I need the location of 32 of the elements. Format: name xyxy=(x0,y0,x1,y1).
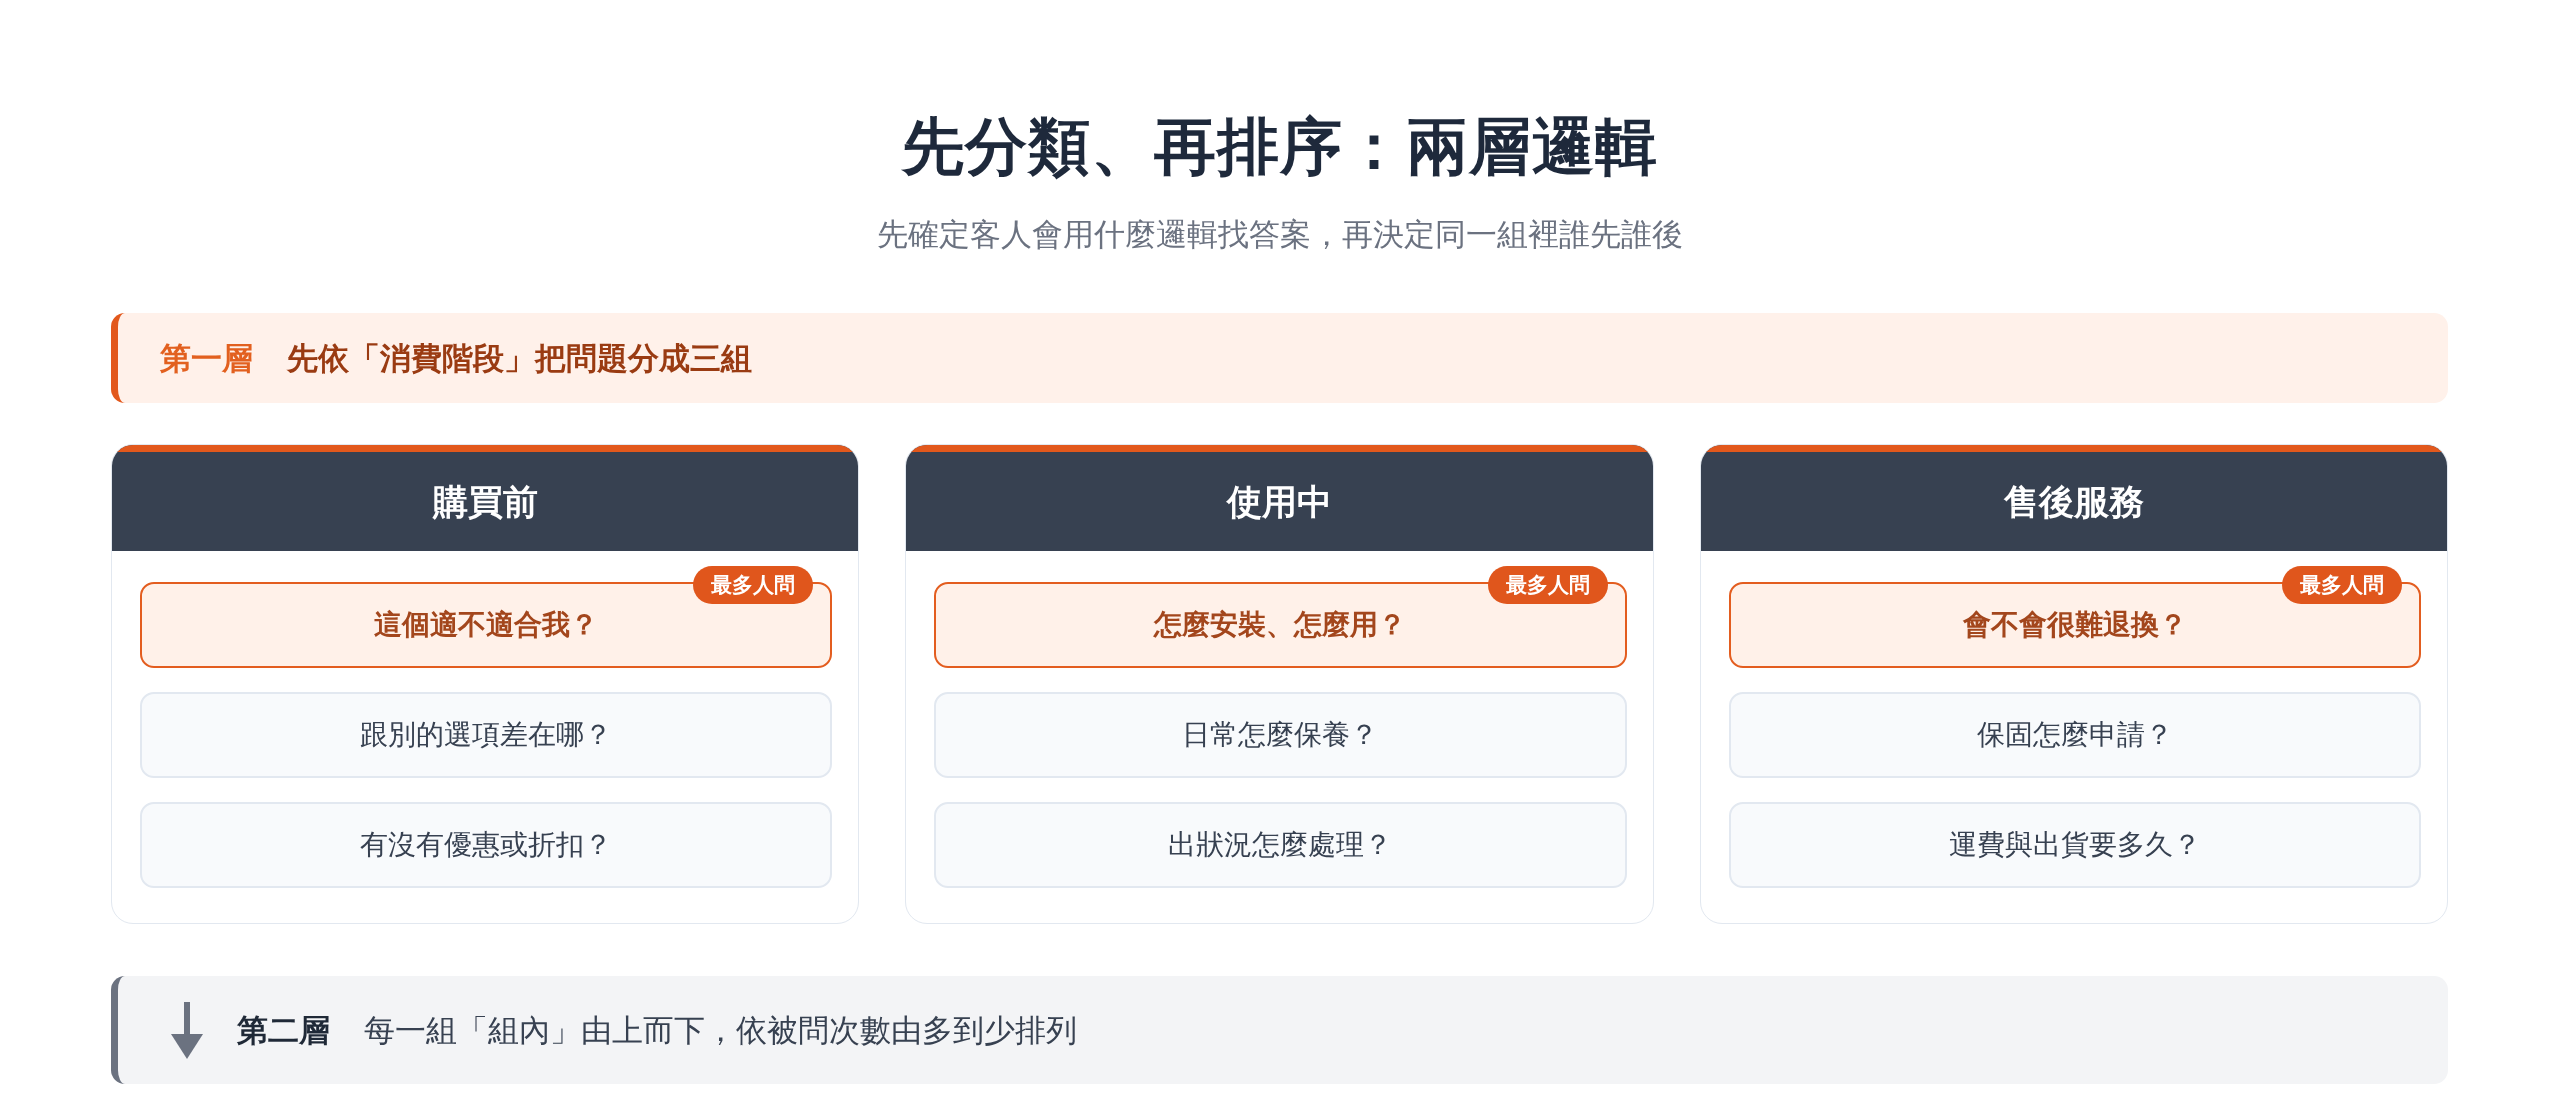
question-text: 怎麼安裝、怎麼用？ xyxy=(1154,607,1407,643)
subtitle: 先確定客人會用什麼邏輯找答案，再決定同一組裡誰先誰後 xyxy=(876,215,1683,254)
question-box xyxy=(140,802,833,888)
question-text: 日常怎麼保養？ xyxy=(1182,717,1379,753)
category-card xyxy=(111,444,860,924)
question-box xyxy=(934,692,1627,778)
diagram-title: 先分類、再排序：兩層邏輯 xyxy=(901,111,1658,183)
layer-banner xyxy=(111,313,2448,403)
question-text: 這個適不適合我？ xyxy=(374,607,599,643)
question-text: 有沒有優惠或折扣？ xyxy=(360,827,613,863)
question-text: 保固怎麼申請？ xyxy=(1976,717,2173,753)
category-card xyxy=(1699,444,2448,924)
layer-description: 先依「消費階段」把問題分成三組 xyxy=(287,339,752,378)
card-title: 使用中 xyxy=(1227,480,1332,524)
question-text: 跟別的選項差在哪？ xyxy=(360,717,613,753)
question-text: 出狀況怎麼處理？ xyxy=(1168,827,1393,863)
layer-label: 第一層 xyxy=(160,339,253,378)
layer-label: 第二層 xyxy=(237,1011,330,1050)
question-box xyxy=(934,802,1627,888)
most-asked-tag: 最多人問 xyxy=(1487,566,1608,604)
question-text: 會不會很難退換？ xyxy=(1962,607,2187,643)
most-asked-tag: 最多人問 xyxy=(2282,566,2402,604)
question-box xyxy=(140,692,833,778)
most-asked-tag: 最多人問 xyxy=(693,566,814,604)
layer-description: 每一組「組內」由上而下，依被問次數由多到少排列 xyxy=(364,1011,1077,1050)
card-title: 售後服務 xyxy=(2003,480,2144,524)
question-box xyxy=(1728,692,2421,778)
category-card xyxy=(905,444,1654,924)
card-title: 購買前 xyxy=(432,480,538,524)
question-text: 運費與出貨要多久？ xyxy=(1948,827,2201,863)
question-box xyxy=(1728,802,2421,888)
layer-banner xyxy=(111,976,2448,1084)
